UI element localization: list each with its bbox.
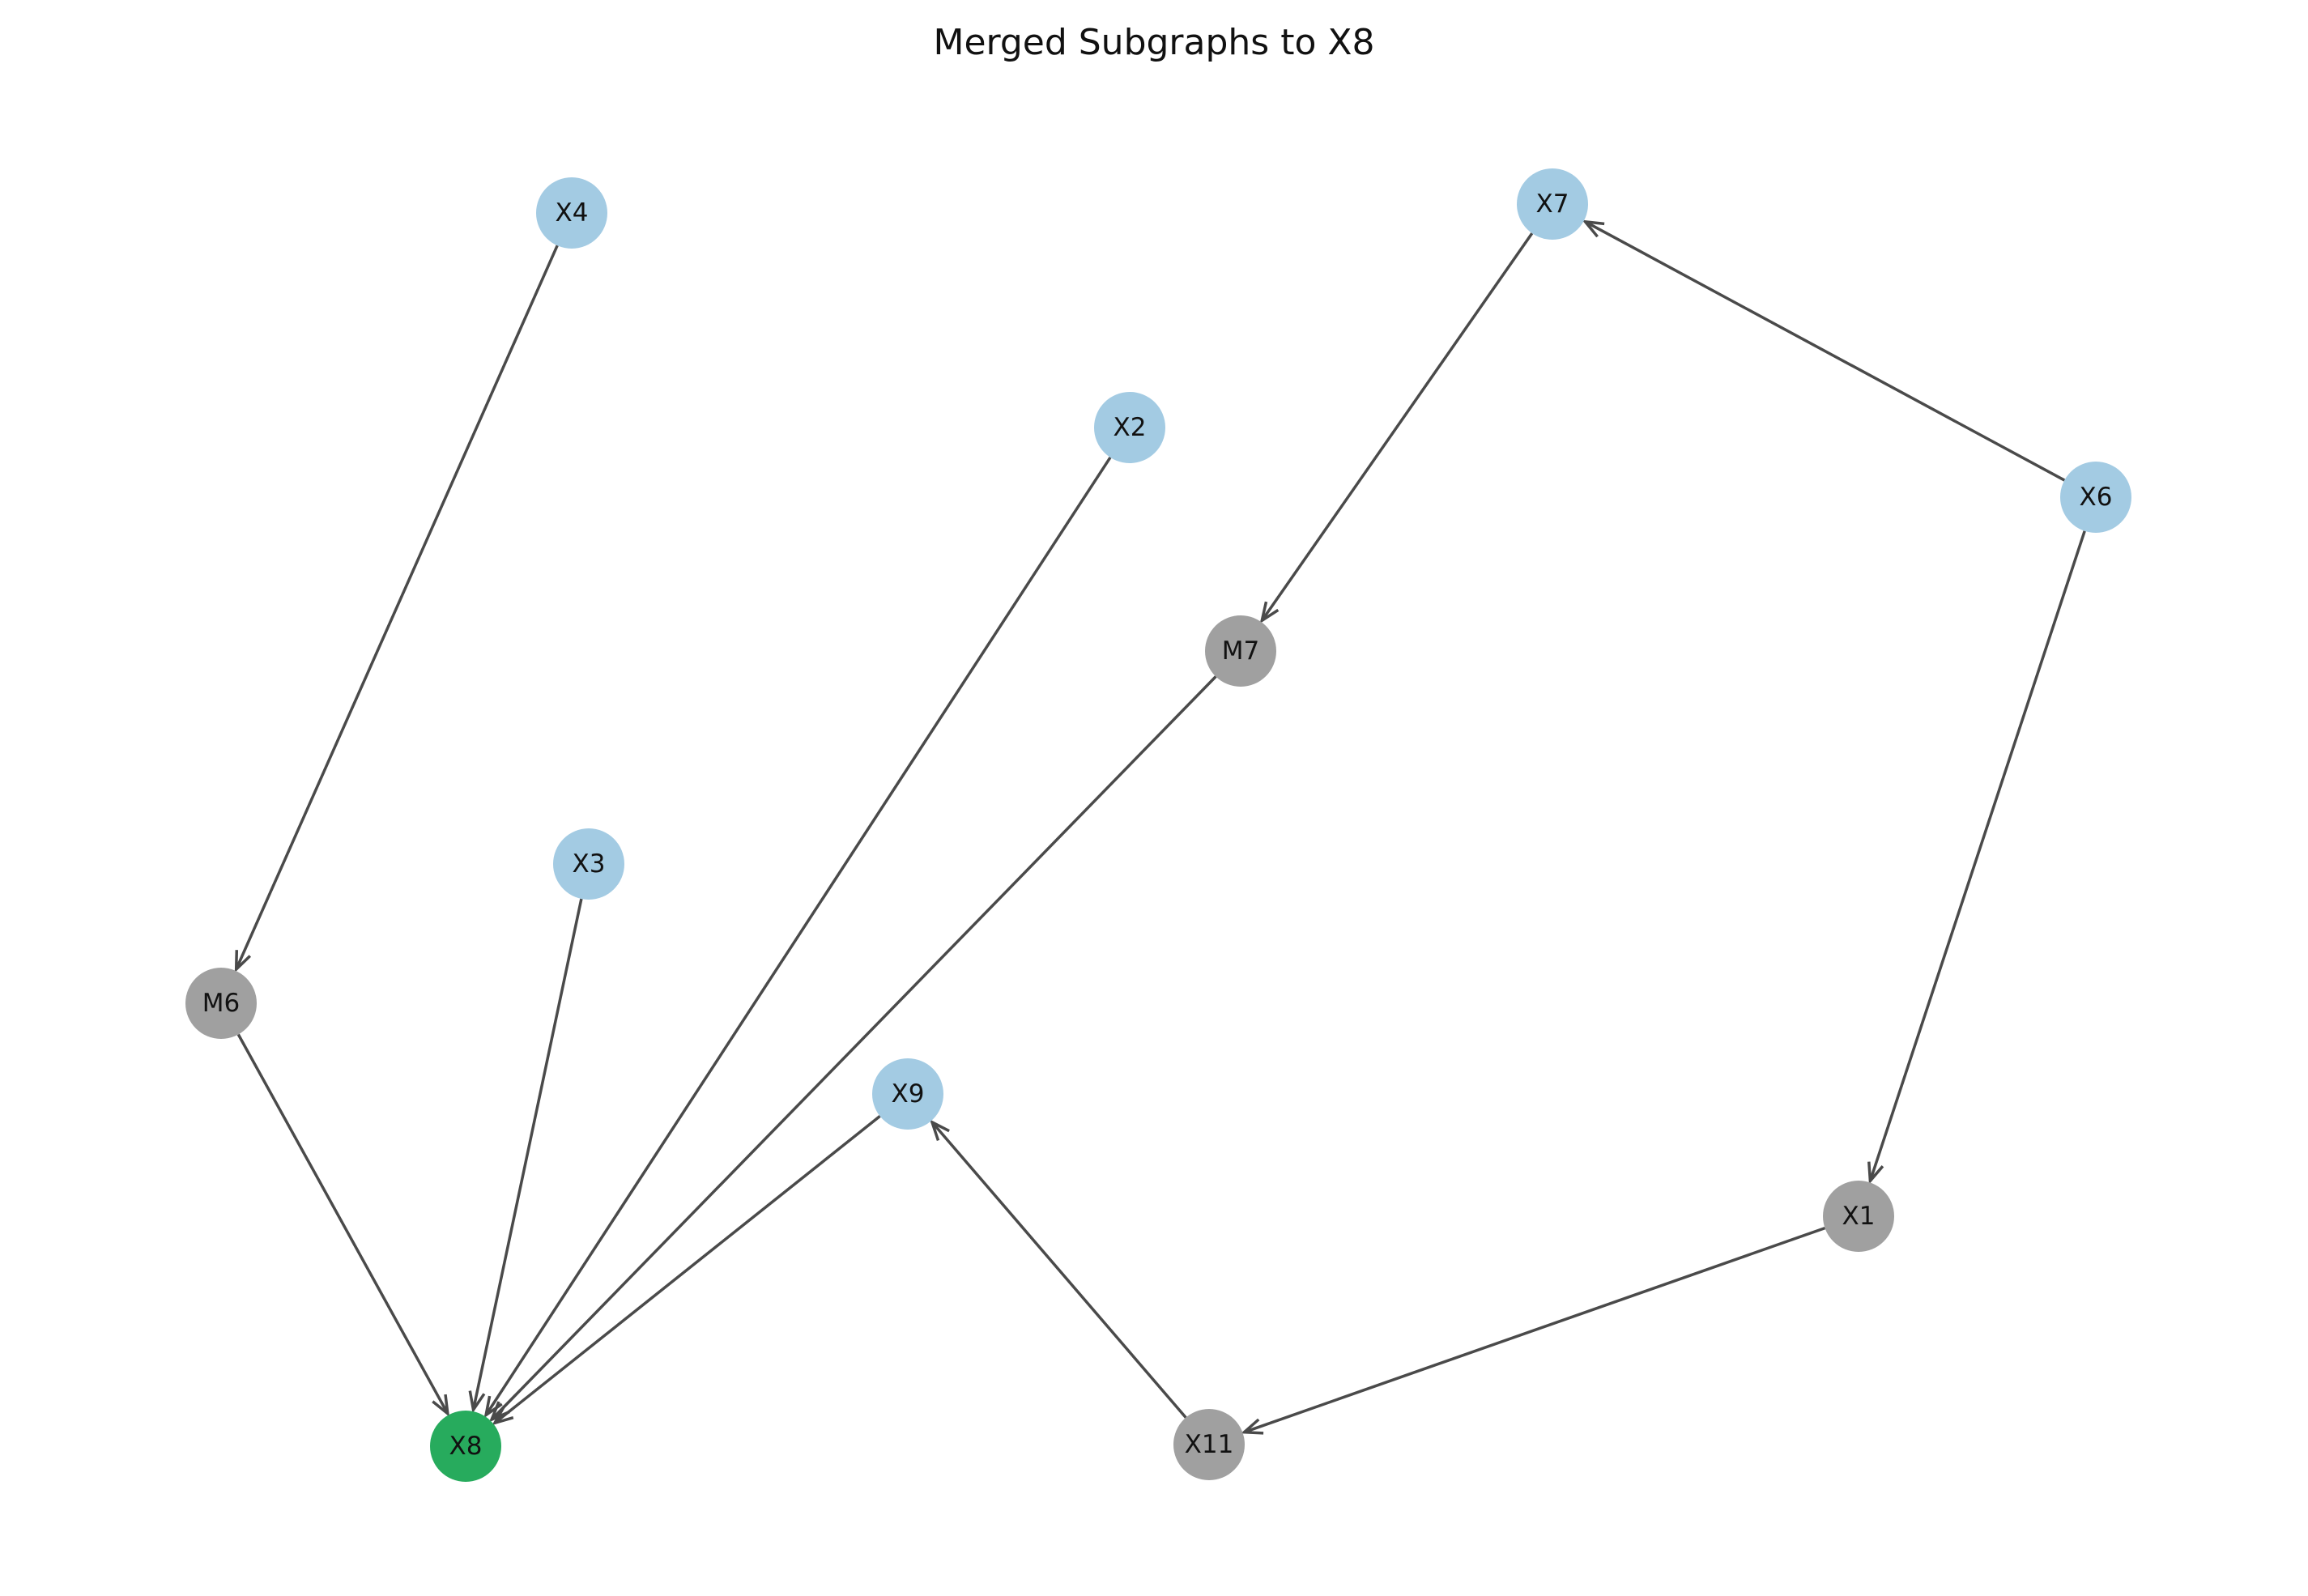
node-circle: [536, 177, 607, 249]
edge-X9-to-X8: [492, 1115, 881, 1426]
node-label: X1: [1842, 1202, 1876, 1231]
node-M7: M7: [1205, 615, 1276, 687]
node-X8: X8: [430, 1411, 501, 1482]
node-label: X3: [573, 849, 606, 879]
edge-line: [1260, 232, 1534, 622]
node-circle: [553, 828, 624, 900]
node-X6: X6: [2060, 462, 2131, 533]
node-X9: X9: [872, 1058, 943, 1130]
arrowhead: [1867, 1161, 1884, 1185]
node-circle: [1173, 1409, 1245, 1480]
edge-X6-to-X7: [1582, 219, 2066, 482]
arrowhead: [929, 1119, 950, 1141]
edge-line: [236, 1033, 449, 1415]
edge-line: [1243, 1226, 1826, 1434]
edge-X7-to-M7: [1259, 232, 1534, 624]
node-label: X11: [1185, 1430, 1234, 1459]
arrowhead: [1582, 219, 1605, 238]
node-X7: X7: [1517, 168, 1588, 240]
node-X3: X3: [553, 828, 624, 900]
edge-line: [493, 1115, 881, 1424]
edge-line: [471, 898, 583, 1411]
edge-M6-to-X8: [236, 1033, 450, 1417]
node-circle: [872, 1058, 943, 1130]
edge-line: [1868, 530, 2086, 1181]
node-circle: [185, 968, 257, 1039]
node-label: X4: [556, 198, 589, 228]
edge-layer: [234, 219, 2086, 1435]
edge-line: [235, 245, 559, 970]
node-label: X9: [892, 1079, 925, 1109]
edge-X1-to-X11: [1241, 1226, 1826, 1435]
edge-line: [930, 1121, 1187, 1419]
edge-M7-to-X8: [488, 675, 1217, 1423]
node-label: M6: [202, 989, 240, 1018]
node-circle: [1205, 615, 1276, 687]
edge-X6-to-X1: [1867, 530, 2086, 1185]
arrowhead: [468, 1390, 486, 1414]
arrowhead: [432, 1394, 450, 1417]
node-circle: [2060, 462, 2131, 533]
edge-X11-to-X9: [929, 1119, 1187, 1419]
node-M6: M6: [185, 968, 257, 1039]
node-label: X6: [2080, 483, 2113, 512]
edge-X3-to-X8: [468, 898, 583, 1414]
arrowhead: [1259, 601, 1280, 624]
node-circle: [1517, 168, 1588, 240]
node-label: X2: [1114, 413, 1147, 442]
node-X1: X1: [1823, 1181, 1894, 1252]
edge-X4-to-M6: [234, 245, 559, 973]
node-X2: X2: [1094, 392, 1165, 463]
edge-line: [484, 456, 1112, 1416]
arrowhead: [234, 950, 252, 973]
node-label: X7: [1536, 189, 1569, 219]
node-circle: [430, 1411, 501, 1482]
node-label: X8: [449, 1432, 483, 1461]
arrowhead: [492, 1405, 514, 1426]
edge-line: [1584, 220, 2066, 482]
edge-line: [490, 675, 1217, 1421]
node-circle: [1823, 1181, 1894, 1252]
node-circle: [1094, 392, 1165, 463]
node-X4: X4: [536, 177, 607, 249]
arrowhead: [1241, 1418, 1264, 1435]
node-X11: X11: [1173, 1409, 1245, 1480]
node-label: M7: [1222, 636, 1259, 666]
edge-X2-to-X8: [483, 456, 1112, 1419]
diagram-title: Merged Subgraphs to X8: [933, 22, 1375, 63]
